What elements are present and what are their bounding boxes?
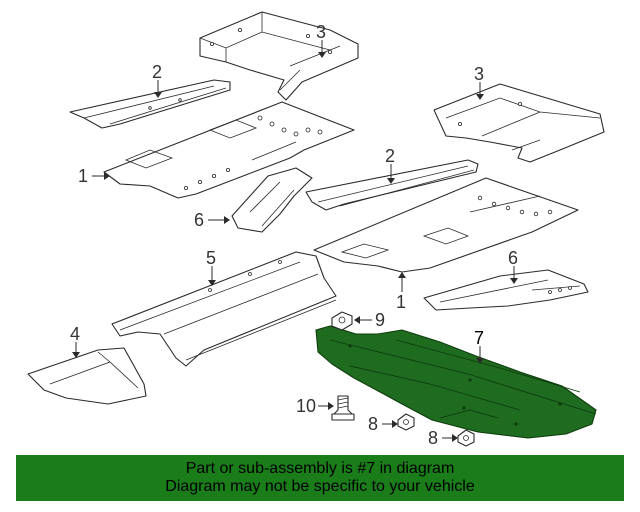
part-3-crossmember-right[interactable] [433, 83, 605, 163]
callout-9: 9 [375, 310, 385, 330]
part-6-bracket-left[interactable] [231, 167, 313, 233]
part-7-underbody-shield[interactable] [315, 325, 597, 439]
part-2-rail-right[interactable] [305, 159, 479, 211]
callout-3-right: 3 [474, 64, 484, 84]
callout-6-right: 6 [508, 248, 518, 268]
callout-5: 5 [206, 248, 216, 268]
callout-8-b: 8 [428, 428, 438, 448]
part-2-rail-left[interactable] [69, 79, 231, 129]
callout-4: 4 [70, 324, 80, 344]
part-1-floor-panel-left[interactable] [103, 101, 355, 199]
callout-2-right: 2 [385, 146, 395, 166]
banner-line-1: Part or sub-assembly is #7 in diagram [185, 460, 455, 477]
callout-3-top: 3 [316, 22, 326, 42]
part-9-nut[interactable] [331, 311, 353, 331]
part-3-crossmember-top[interactable] [199, 11, 359, 101]
callout-7: 7 [474, 328, 484, 348]
callout-1-right: 1 [396, 292, 406, 312]
callout-8-a: 8 [368, 414, 378, 434]
part-8-nut-b[interactable] [457, 429, 475, 447]
leaders [72, 40, 518, 442]
callout-6-left: 6 [194, 210, 204, 230]
callout-10: 10 [296, 396, 316, 416]
part-8-nut-a[interactable] [397, 413, 415, 431]
part-6-bracket-right[interactable] [423, 269, 589, 311]
callout-1-left: 1 [78, 166, 88, 186]
banner-line-2: Diagram may not be specific to your vehi… [165, 478, 475, 495]
highlight-notice-banner: Part or sub-assembly is #7 in diagram Di… [16, 455, 624, 501]
part-10-bolt[interactable] [331, 395, 355, 421]
part-4-panel[interactable] [27, 347, 147, 405]
callout-2-left: 2 [152, 62, 162, 82]
parts-diagram: 3 2 3 1 2 6 5 1 6 4 9 7 10 8 8 [27, 11, 605, 448]
part-1-floor-panel-right[interactable] [313, 177, 579, 273]
part-5-tunnel[interactable] [111, 251, 337, 367]
